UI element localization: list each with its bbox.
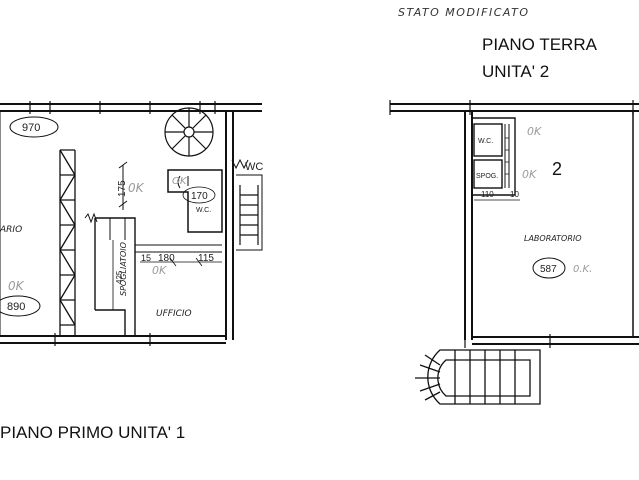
dim-587: 587: [540, 264, 557, 275]
right-left-wall: [464, 111, 473, 340]
note-ok-left-2: 0K: [128, 181, 145, 195]
left-plan-title: PIANO PRIMO UNITA' 1: [0, 423, 185, 442]
note-ok-left-4: 0K: [152, 264, 167, 277]
electrical-zigzag: [84, 212, 98, 224]
note-ok-left-1: 0K: [8, 279, 25, 293]
wc-block-ticks: [505, 137, 509, 175]
ladder-structure: [59, 149, 76, 336]
right-plan-title-line1: PIANO TERRA: [482, 35, 598, 54]
dim-oval-587: [532, 257, 566, 279]
dim-10: 10: [510, 190, 519, 199]
spiral-staircase: [164, 107, 214, 157]
note-ok-left-3: OK: [172, 176, 188, 187]
wc-label-right: WC: [245, 161, 263, 173]
wc-block-inner: [504, 124, 510, 188]
inner-wall-ufficio-top: [135, 244, 222, 253]
inner-wall-vertical: [109, 218, 126, 240]
left-right-stair: [239, 185, 259, 245]
right-top-wall: [390, 103, 639, 112]
left-right-zigzag: [231, 158, 249, 170]
left-bottom-wall-ticks: [54, 333, 151, 346]
inner-wall-spogliatoio: [94, 217, 136, 336]
right-plan-labels: PIANO TERRA UNITA' 2 2 W.C. SPOG. LABORA…: [476, 35, 598, 275]
room-wc-left: W.C.: [196, 207, 211, 214]
room-ufficio: UFFICIO: [156, 309, 192, 319]
left-top-wall-ticks: [29, 101, 216, 114]
inner-wall-wc-block: [167, 169, 223, 233]
wc-block-outline: [472, 117, 516, 196]
dim-line-175: [118, 161, 128, 210]
dim-890: 890: [7, 301, 25, 313]
right-bottom-wall: [472, 336, 639, 345]
note-ok-right-2: 0K: [522, 168, 537, 181]
unit-number: 2: [552, 159, 562, 179]
note-ok-right-3: 0.K.: [573, 264, 592, 275]
right-bottom-wall-ticks: [464, 334, 551, 348]
dim-970: 970: [22, 122, 40, 134]
left-bottom-wall: [0, 335, 226, 344]
curved-staircase: [415, 349, 541, 405]
right-plan-title-line2: UNITA' 2: [482, 62, 549, 81]
inner-wall-wc-door: [177, 175, 189, 189]
dim-oval-970: [9, 116, 59, 138]
dim-170: 170: [191, 191, 208, 202]
state-label: STATO MODIFICATO: [398, 6, 530, 19]
room-spogliatoio: SPOGLIATOIO: [119, 242, 128, 296]
left-plan: [0, 101, 263, 346]
spog-room: [473, 159, 503, 189]
note-ok-right-1: 0K: [527, 125, 542, 138]
dim-110: 110: [481, 190, 494, 199]
dim-175: 175: [117, 180, 128, 197]
dim-oval-890: [0, 295, 41, 317]
left-right-box: [236, 174, 263, 251]
room-partial-left: ARIO: [0, 225, 22, 235]
dim-180: 180: [158, 253, 175, 264]
room-spog: SPOG.: [476, 173, 498, 180]
left-top-wall: [0, 103, 262, 112]
left-right-wall: [225, 111, 234, 340]
room-wc-right: W.C.: [478, 138, 493, 145]
right-plan: [389, 100, 639, 405]
dim-oval-170: [182, 186, 216, 204]
dim-15: 15: [141, 253, 151, 263]
dim-line-180-115: [140, 257, 222, 267]
right-top-wall-ticks: [389, 100, 634, 115]
dim-425: 425: [115, 270, 124, 284]
left-plan-labels: 970 890 175 170 15 180 115 425 W.C. UFFI…: [0, 122, 263, 442]
dim-115: 115: [198, 253, 214, 264]
wc-room: [473, 123, 503, 157]
room-laboratorio: LABORATORIO: [524, 234, 582, 243]
